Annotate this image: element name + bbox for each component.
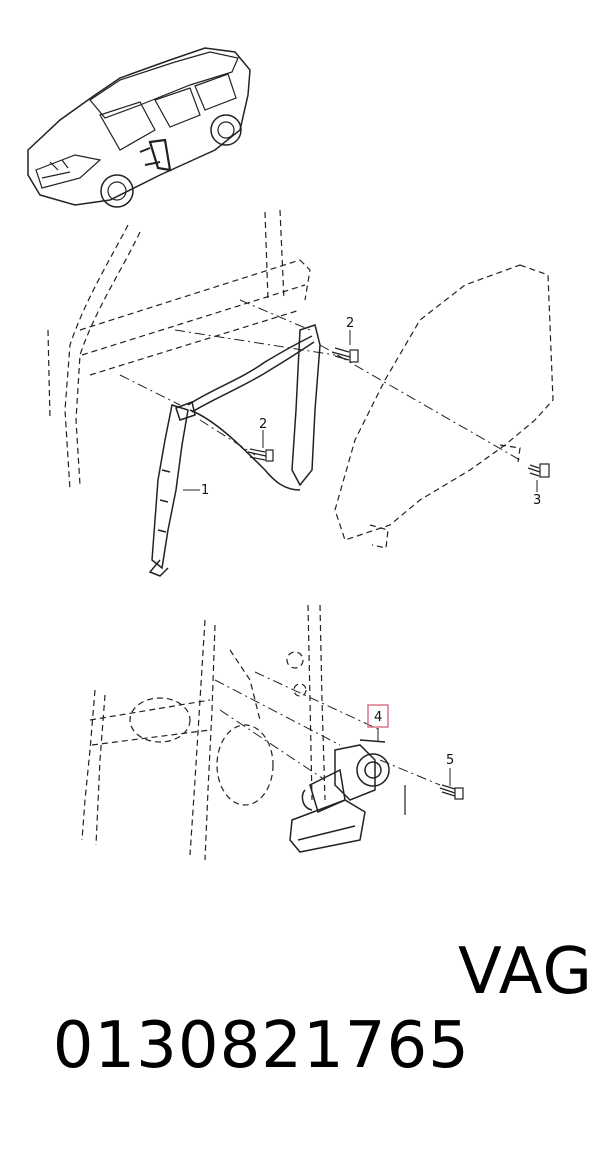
callout-highlight: [367, 704, 389, 728]
callout-2a: 2: [346, 316, 354, 331]
brand-name: VAG: [458, 935, 593, 1009]
leader-lines: [183, 330, 538, 786]
callout-1: 1: [201, 483, 209, 498]
assembly-lines-upper: [119, 299, 521, 461]
part-number: 0130821765: [52, 1009, 470, 1083]
door-frame-upper: [47, 209, 311, 491]
window-motor: [289, 739, 390, 853]
door-glass: [334, 264, 554, 549]
part-footer: 0130821765 VAG: [10, 935, 592, 1157]
bolt-glass: [527, 463, 550, 478]
bolt-upper-right: [331, 347, 359, 363]
door-inner-panel-lower: [81, 604, 326, 861]
motor-bolt: [404, 784, 464, 815]
callout-2b: 2: [259, 417, 267, 432]
callout-5: 5: [446, 753, 454, 768]
callout-4: 4: [374, 710, 382, 725]
car-overview-illustration: [27, 47, 251, 208]
parts-diagram: 1 2 2 3 4 5: [27, 47, 554, 861]
window-regulator: [148, 324, 321, 577]
bolt-middle: [247, 448, 274, 462]
assembly-lines-lower: [214, 671, 441, 786]
callout-3: 3: [533, 493, 541, 508]
